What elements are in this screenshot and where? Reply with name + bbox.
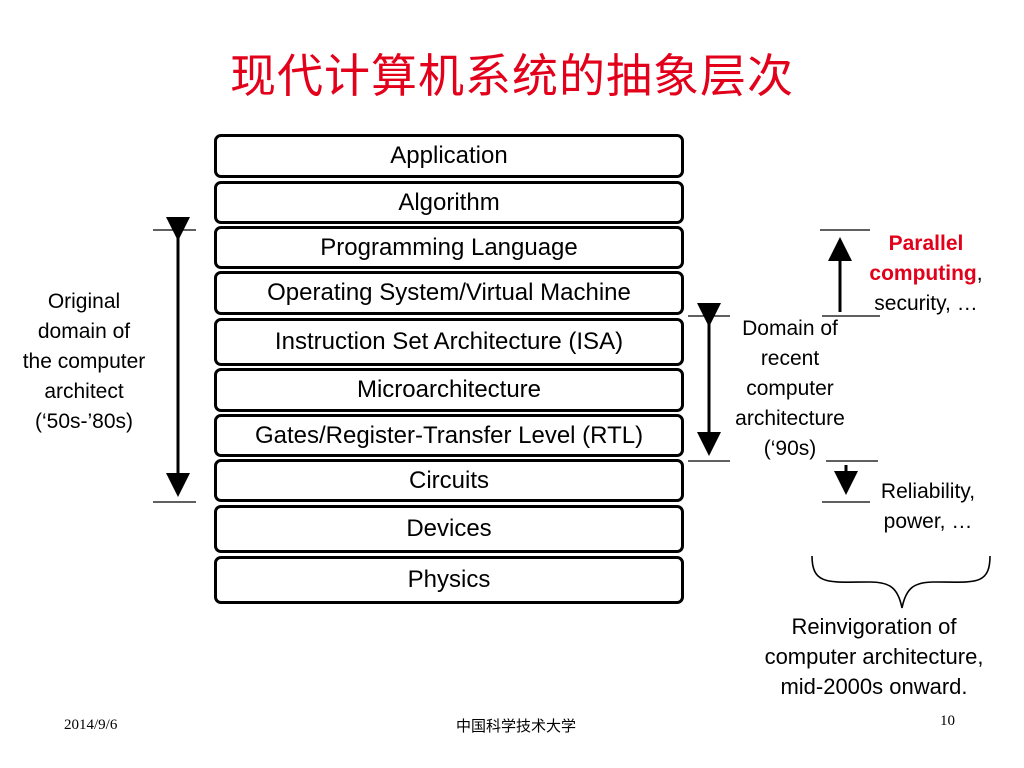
- layer-isa: Instruction Set Architecture (ISA): [214, 318, 684, 366]
- layer-circuits: Circuits: [214, 459, 684, 502]
- upward-trend-arrow: [820, 229, 880, 317]
- reliability-label: Reliability, power, …: [880, 480, 976, 533]
- slide-title: 现代计算机系统的抽象层次: [230, 49, 794, 103]
- parallel-computing-label: Parallel computing, security, …: [869, 232, 983, 315]
- recent-domain-label: Domain of recent computer architecture (…: [735, 317, 845, 460]
- layer-programming-language: Programming Language: [214, 226, 684, 269]
- layer-physics: Physics: [214, 556, 684, 604]
- layer-microarchitecture: Microarchitecture: [214, 368, 684, 412]
- downward-trend-arrow: [822, 460, 878, 503]
- original-domain-label: Original domain of the computer architec…: [22, 290, 146, 433]
- layer-application: Application: [214, 134, 684, 178]
- layer-devices: Devices: [214, 505, 684, 553]
- original-domain-arrow: [153, 217, 196, 503]
- recent-domain-arrow: [688, 303, 730, 462]
- footer-institution: 中国科学技术大学: [456, 717, 577, 735]
- reinvigoration-label: Reinvigoration of computer architecture,…: [764, 614, 984, 699]
- page-number: 10: [940, 713, 955, 729]
- layer-rtl: Gates/Register-Transfer Level (RTL): [214, 414, 684, 457]
- layer-algorithm: Algorithm: [214, 181, 684, 224]
- grouping-brace: [811, 555, 991, 609]
- footer-date: 2014/9/6: [64, 717, 118, 733]
- layer-operating-system: Operating System/Virtual Machine: [214, 271, 684, 315]
